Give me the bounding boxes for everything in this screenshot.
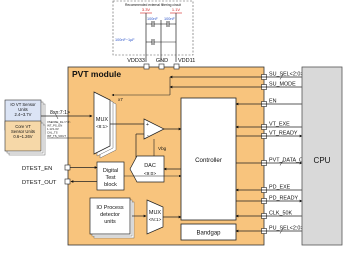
dtest-out-pad (64, 178, 71, 185)
sense-detail-5: CAL_TS (47, 131, 58, 135)
cap2-label: 100nF (164, 17, 175, 21)
module-title: PVT module (72, 69, 121, 79)
voltage-3v3-label: 3.3V (142, 7, 151, 12)
vbg-label: Vbg (158, 146, 167, 151)
pin-vdd33: VDD33 (127, 58, 145, 64)
signal-label-5: VT_READY (269, 130, 298, 136)
bandgap-label: Bandgap (196, 231, 221, 237)
dac (129, 155, 165, 183)
filter-circuit-title: Recommended external filtering circuit (125, 3, 181, 7)
cpu (301, 66, 343, 246)
io-process-line-1: IO Process (96, 205, 123, 211)
pin-gnd: GND (156, 58, 168, 64)
mux-n-1 (146, 199, 164, 235)
cpu-label: CPU (314, 156, 331, 165)
controller (180, 97, 237, 221)
io-process-line-2: detector (100, 212, 120, 218)
io-process-detector-units (89, 197, 131, 235)
signal-label-1: SU_SEL<2:0> (269, 71, 303, 77)
signal-label-9: CLK_50K (269, 210, 292, 216)
signal-label-3: EN (269, 98, 277, 104)
sense-detail-2: INT_PS_EN (47, 124, 62, 128)
sense-detail-1: VSENSE_DL<7:0> (47, 120, 71, 124)
mux-n-1-ratio: <N:1> (149, 217, 162, 222)
io-process-line-3: units (104, 219, 116, 225)
signal-label-4: VT_EXE (269, 121, 290, 127)
signal-label-2: SU_MODE (269, 81, 296, 87)
dtest-en-label: DTEST_EN (22, 166, 52, 172)
cap1-label: 100nF (147, 17, 158, 21)
dac-label: DAC (144, 163, 156, 169)
digital-test-line-3: block (104, 182, 117, 188)
core-sensor-line-2: Sensor Units (11, 129, 35, 134)
core-sensor-line-3: 0.6~1.26V (13, 134, 32, 139)
signal-lines: SU_SEL<2:0> SU_MODE EN VT_EXE VT_READY PVT_DA… (111, 71, 324, 234)
core-vt-sensor-units (4, 120, 42, 152)
io-sensor-line-2: Units (18, 107, 28, 112)
sense-detail-3: 1.1V (47, 127, 53, 131)
mux-n-1-label: MUX (149, 210, 162, 216)
io-sensor-line-3: 2.4~3.7V (15, 112, 32, 117)
sense-bus-label: 8xn:7:1> (50, 110, 70, 116)
bus-slash-10 (279, 228, 284, 234)
comparator-minus: - (147, 133, 149, 139)
digital-test-line-2: Test (105, 175, 116, 181)
mux-8-1 (93, 91, 111, 155)
cap3-label: 100nF~1µF (115, 38, 135, 42)
sense-detail-6: INT_TS_VOUT (47, 134, 66, 138)
signal-label-7: PD_EXE (269, 184, 291, 190)
signal-label-8: PD_READY (269, 195, 298, 201)
mux-8-1-label: MUX (96, 117, 109, 123)
pin-vdd11-pad (173, 63, 180, 70)
pin-gnd-pad (158, 63, 165, 70)
pin-vdd11: VDD11 (178, 58, 195, 64)
signal-label-10: PU_SEL<2:0> (269, 225, 303, 231)
core-sensor-line-1: Core VT (15, 124, 31, 129)
sense-detail-4: 1.0V (53, 127, 59, 131)
signal-label-6: PVT_DATA_OUT<9:0> (269, 157, 324, 163)
pin-vdd33-pad (143, 63, 150, 70)
filter-circuit-box (112, 0, 194, 56)
dtest-out-label: DTEST_OUT (22, 180, 57, 186)
voltage-1v1-label: 1.1V (172, 7, 181, 12)
bus-slash-1 (279, 74, 284, 80)
bus-slash-6 (279, 160, 284, 166)
dac-ratio: <9:0> (144, 171, 156, 177)
digital-test-block (96, 161, 125, 191)
mux-8-1-stack-label: x7 (118, 97, 123, 102)
io-sensor-line-1: IO VT Sensor (10, 102, 36, 107)
comparator (143, 118, 165, 140)
mux-8-1-ratio: <8:1> (96, 124, 108, 129)
controller-label: Controller (195, 157, 222, 164)
comparator-plus: + (146, 122, 149, 128)
dtest-en-pad (64, 164, 71, 171)
digital-test-line-1: Digital (103, 168, 118, 174)
